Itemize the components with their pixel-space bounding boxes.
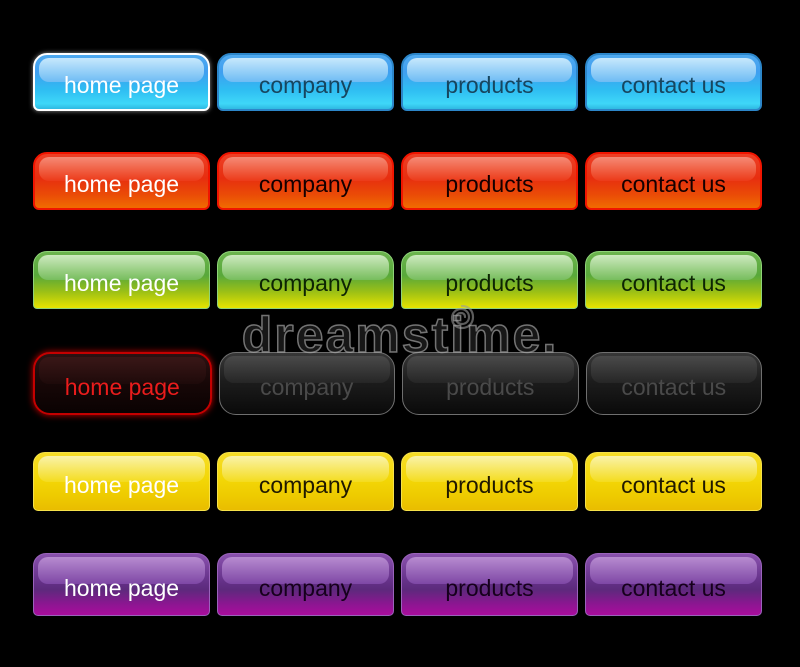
nav-button-label: home page [63,270,180,296]
nav-button-label: contact us [621,171,726,197]
nav-button-products[interactable]: products [402,352,579,415]
nav-button-contact-us[interactable]: contact us [585,152,762,210]
nav-button-company[interactable]: company [217,53,394,111]
button-row-black: home page company products contact us [33,352,762,415]
nav-button-label: products [445,72,534,98]
nav-button-home-page[interactable]: home page [33,452,210,511]
nav-button-label: company [260,373,354,400]
nav-button-label: products [445,270,534,296]
nav-button-label: home page [64,373,180,400]
nav-button-label: home page [63,72,180,98]
nav-button-contact-us[interactable]: contact us [585,352,762,415]
nav-button-company[interactable]: company [217,152,394,210]
nav-button-contact-us[interactable]: contact us [585,53,762,111]
nav-button-contact-us[interactable]: contact us [585,251,762,309]
nav-button-label: company [258,171,353,197]
nav-button-label: contact us [621,270,726,296]
nav-button-label: contact us [621,471,726,498]
button-row-yellow: home page company products contact us [33,452,762,511]
nav-button-home-page[interactable]: home page [33,553,210,616]
nav-button-label: products [445,471,534,498]
nav-button-company[interactable]: company [217,452,394,511]
nav-button-label: home page [63,574,180,601]
nav-button-label: company [258,270,353,296]
nav-button-home-page[interactable]: home page [33,352,212,415]
nav-button-contact-us[interactable]: contact us [585,452,762,511]
nav-button-label: products [445,171,534,197]
nav-button-home-page[interactable]: home page [33,53,210,111]
nav-button-products[interactable]: products [401,553,578,616]
nav-button-label: products [446,373,535,400]
button-row-purple: home page company products contact us [33,553,762,616]
nav-button-company[interactable]: company [217,553,394,616]
nav-button-home-page[interactable]: home page [33,251,210,309]
button-row-blue: home page company products contact us [33,53,762,111]
button-row-green: home page company products contact us [33,251,762,309]
button-rows: home page company products contact us ho… [33,53,762,616]
nav-button-label: home page [63,471,180,498]
nav-button-company[interactable]: company [218,352,395,415]
nav-button-label: contact us [621,72,726,98]
nav-button-label: company [258,574,353,601]
nav-button-company[interactable]: company [217,251,394,309]
nav-button-contact-us[interactable]: contact us [585,553,762,616]
button-row-red: home page company products contact us [33,152,762,210]
nav-button-products[interactable]: products [401,152,578,210]
nav-button-label: company [258,471,353,498]
nav-button-home-page[interactable]: home page [33,152,210,210]
nav-button-products[interactable]: products [401,251,578,309]
nav-button-label: contact us [621,373,727,400]
nav-button-label: products [445,574,534,601]
nav-button-label: company [258,72,353,98]
nav-button-label: contact us [621,574,726,601]
nav-button-products[interactable]: products [401,452,578,511]
nav-button-label: home page [63,171,180,197]
nav-button-products[interactable]: products [401,53,578,111]
